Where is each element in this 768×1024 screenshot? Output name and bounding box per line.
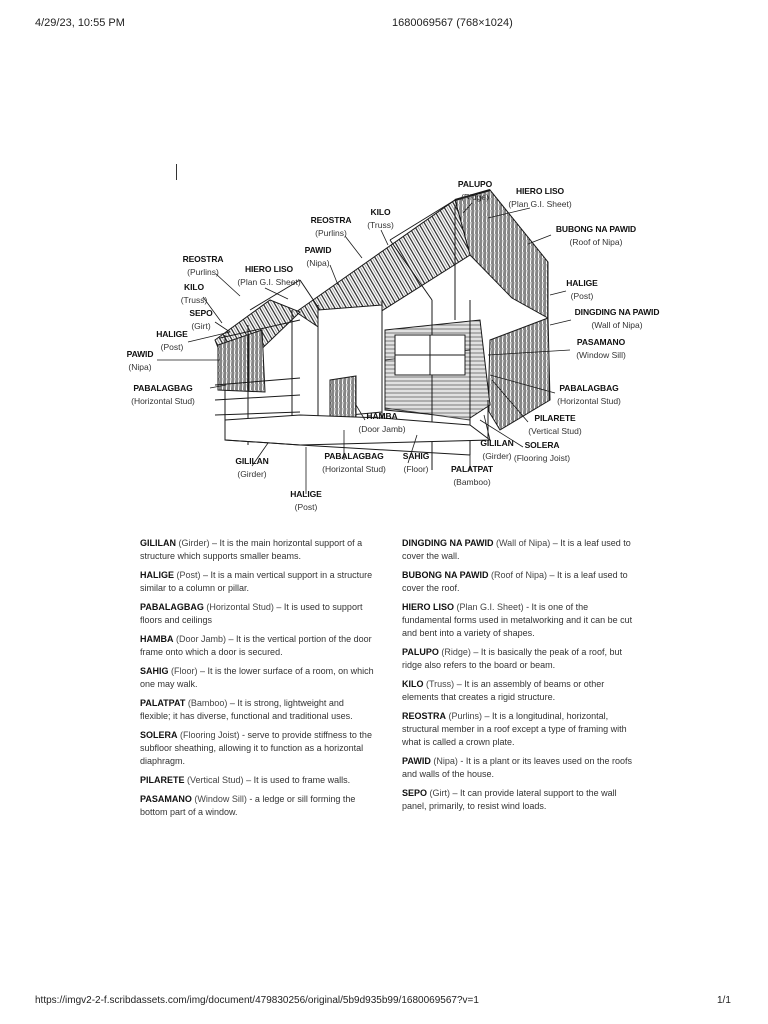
print-datetime: 4/29/23, 10:55 PM	[35, 17, 125, 29]
label-gililan-left: GILILAN(Girder)	[235, 456, 269, 479]
label-gililan-right: GILILAN(Girder)	[480, 438, 514, 461]
label-hamba: HAMBA(Door Jamb)	[358, 411, 406, 434]
definition-sepo: SEPO (Girt) – It can provide lateral sup…	[402, 788, 617, 811]
label-hiero-liso-left: HIERO LISO(Plan G.I. Sheet)	[237, 264, 301, 287]
label-pasamano: PASAMANO(Window Sill)	[576, 337, 626, 360]
definition-solera: SOLERA (Flooring Joist) - serve to provi…	[140, 730, 372, 766]
definition-bubong-na-pawid: BUBONG NA PAWID (Roof of Nipa) – It is a…	[402, 570, 628, 593]
label-solera: SOLERA(Flooring Joist)	[513, 440, 571, 463]
page-number: 1/1	[717, 995, 731, 1006]
definition-gililan: GILILAN (Girder) – It is the main horizo…	[140, 538, 363, 561]
leader-lines	[157, 202, 572, 494]
label-bubong-na-pawid: BUBONG NA PAWID(Roof of Nipa)	[555, 224, 637, 247]
label-palupo: PALUPO(Ridge)	[457, 179, 493, 202]
definition-pasamano: PASAMANO (Window Sill) - a ledge or sill…	[140, 794, 356, 817]
definition-dingding-na-pawid: DINGDING NA PAWID (Wall of Nipa) – It is…	[402, 538, 631, 561]
label-pabalagbag-right: PABALAGBAG(Horizontal Stud)	[557, 383, 621, 406]
definition-pawid: PAWID (Nipa) - It is a plant or its leav…	[402, 756, 632, 779]
label-pawid-left: PAWID(Nipa)	[126, 349, 154, 372]
label-reostra-top: REOSTRA(Purlins)	[310, 215, 352, 238]
label-kilo-left: KILO(Truss)	[180, 282, 208, 305]
label-pabalagbag-mid: PABALAGBAG(Horizontal Stud)	[322, 451, 386, 474]
definition-hamba: HAMBA (Door Jamb) – It is the vertical p…	[140, 634, 372, 657]
label-pabalagbag-left: PABALAGBAG(Horizontal Stud)	[131, 383, 195, 406]
label-pilarete: PILARETE(Vertical Stud)	[528, 413, 582, 436]
definition-pilarete: PILARETE (Vertical Stud) – It is used to…	[140, 775, 351, 785]
definition-reostra: REOSTRA (Purlins) – It is a longitudinal…	[402, 711, 627, 747]
definitions-right-column: DINGDING NA PAWID (Wall of Nipa) – It is…	[402, 537, 637, 819]
label-halige-bottom: HALIGE(Post)	[290, 489, 322, 512]
definition-palatpat: PALATPAT (Bamboo) – It is strong, lightw…	[140, 698, 353, 721]
source-url: https://imgv2-2-f.scribdassets.com/img/d…	[35, 995, 479, 1006]
label-halige-right: HALIGE(Post)	[566, 278, 598, 301]
label-pawid-top: PAWID(Nipa)	[304, 245, 332, 268]
label-hiero-liso-top: HIERO LISO(Plan G.I. Sheet)	[508, 186, 572, 209]
print-title: 1680069567 (768×1024)	[392, 17, 513, 29]
label-reostra-left: REOSTRA(Purlins)	[182, 254, 224, 277]
label-kilo-top: KILO(Truss)	[367, 207, 394, 230]
label-halige-left: HALIGE(Post)	[156, 329, 188, 352]
definition-hiero-liso: HIERO LISO (Plan G.I. Sheet) - It is one…	[402, 602, 633, 638]
label-palatpat: PALATPAT(Bamboo)	[450, 464, 493, 487]
definition-halige: HALIGE (Post) – It is a main vertical su…	[140, 570, 373, 593]
definitions-left-column: GILILAN (Girder) – It is the main horizo…	[140, 537, 375, 825]
definition-pabalagbag: PABALAGBAG (Horizontal Stud) – It is use…	[140, 602, 363, 625]
definition-palupo: PALUPO (Ridge) – It is basically the pea…	[402, 647, 622, 670]
label-sepo: SEPO(Girt)	[189, 308, 213, 331]
definition-kilo: KILO (Truss) – It is an assembly of beam…	[402, 679, 605, 702]
label-sahig: SAHIG(Floor)	[402, 451, 430, 474]
text-cursor	[176, 164, 177, 180]
label-dingding-na-pawid: DINGDING NA PAWID(Wall of Nipa)	[574, 307, 660, 330]
definition-sahig: SAHIG (Floor) – It is the lower surface …	[140, 666, 374, 689]
house-drawing	[214, 189, 551, 470]
